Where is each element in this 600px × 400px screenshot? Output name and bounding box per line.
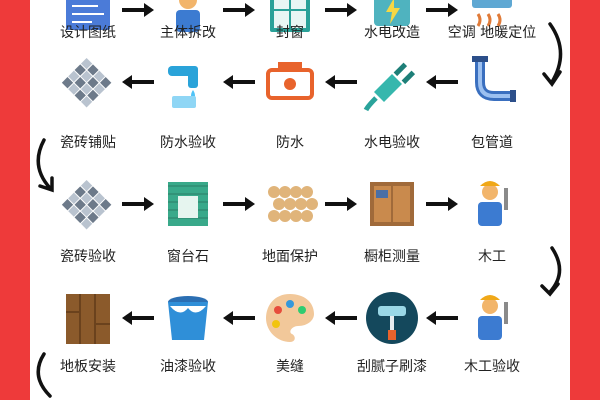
connector-curve-left — [36, 138, 54, 193]
electrical-icon — [374, 0, 410, 26]
flow-step: 防水 — [245, 52, 335, 151]
demolition-icon — [176, 0, 200, 32]
flow-step: 空调 地暖定位 — [447, 0, 537, 41]
pipe-icon — [472, 56, 516, 102]
flow-arrow — [223, 197, 255, 211]
step-label: 橱柜测量 — [364, 249, 420, 265]
flow-step: 瓷砖铺贴 — [43, 52, 133, 151]
flow-arrow — [122, 311, 154, 325]
left-red-border — [0, 0, 30, 400]
flow-step: 窗台石 — [143, 174, 233, 265]
step-label: 设计图纸 — [60, 25, 116, 41]
blueprint-icon — [66, 0, 110, 30]
flow-arrow — [325, 197, 357, 211]
flow-arrow — [426, 75, 458, 89]
paint-bucket-icon — [168, 296, 208, 340]
step-label: 美缝 — [276, 359, 304, 375]
flow-arrow — [325, 311, 357, 325]
step-label: 防水验收 — [160, 135, 216, 151]
palette-icon — [266, 294, 314, 342]
step-label: 窗台石 — [167, 249, 209, 265]
step-label: 空调 地暖定位 — [447, 25, 537, 41]
flow-step: 包管道 — [447, 52, 537, 151]
flow-arrow — [122, 3, 154, 17]
step-label: 水电验收 — [364, 135, 420, 151]
paint-roller-icon — [366, 292, 418, 344]
connector-curve-left — [36, 352, 52, 398]
connector-curve-right — [542, 22, 563, 87]
flow-step: 地面保护 — [245, 174, 335, 265]
flow-step: 木工验收 — [447, 288, 537, 375]
flow-arrow — [426, 311, 458, 325]
flow-step: 地板安装 — [43, 288, 133, 375]
plug-icon — [363, 62, 416, 112]
flow-arrow — [426, 197, 458, 211]
flow-arrow — [325, 75, 357, 89]
flow-arrow — [223, 75, 255, 89]
connector-curve-right — [540, 246, 562, 297]
step-label: 水电改造 — [364, 25, 420, 41]
step-label: 油漆验收 — [160, 359, 216, 375]
flow-step: 橱柜测量 — [347, 174, 437, 265]
cabinet-icon — [370, 182, 414, 226]
carpenter-check-icon — [478, 295, 508, 340]
flow-step: 刮腻子刷漆 — [347, 288, 437, 375]
wood-floor-icon — [66, 294, 110, 344]
flow-step: 防水验收 — [143, 52, 233, 151]
faucet-icon — [168, 66, 198, 108]
flow-arrow — [325, 3, 357, 17]
step-label: 瓷砖验收 — [60, 249, 116, 265]
flow-step: 木工 — [447, 174, 537, 265]
flow-step: 瓷砖验收 — [43, 174, 133, 265]
step-label: 主体拆改 — [160, 25, 216, 41]
step-label: 瓷砖铺贴 — [60, 135, 116, 151]
tile-check-icon — [61, 179, 112, 230]
carpenter-icon — [478, 181, 508, 226]
step-label: 地板安装 — [60, 359, 116, 375]
step-label: 包管道 — [471, 135, 513, 151]
flow-step: 水电改造 — [347, 0, 437, 41]
flow-step: 主体拆改 — [143, 0, 233, 41]
window-icon — [270, 0, 310, 32]
hvac-icon — [472, 0, 512, 27]
flow-arrow — [223, 3, 255, 17]
flow-step: 美缝 — [245, 288, 335, 375]
flow-step: 设计图纸 — [43, 0, 133, 41]
step-label: 封窗 — [276, 25, 304, 41]
windowsill-icon — [168, 182, 208, 226]
flow-step: 封窗 — [245, 0, 335, 41]
flow-arrow — [122, 75, 154, 89]
flow-step: 水电验收 — [347, 52, 437, 151]
step-label: 木工验收 — [464, 359, 520, 375]
right-red-border — [570, 0, 600, 400]
flow-step: 油漆验收 — [143, 288, 233, 375]
step-label: 防水 — [276, 135, 304, 151]
step-label: 木工 — [478, 249, 506, 265]
tile-icon — [61, 57, 112, 108]
flow-arrow — [223, 311, 255, 325]
step-label: 刮腻子刷漆 — [357, 359, 427, 375]
floor-protect-icon — [268, 186, 318, 222]
flow-arrow — [122, 197, 154, 211]
step-label: 地面保护 — [262, 249, 318, 265]
flow-arrow — [426, 3, 458, 17]
waterproof-icon — [266, 62, 314, 100]
